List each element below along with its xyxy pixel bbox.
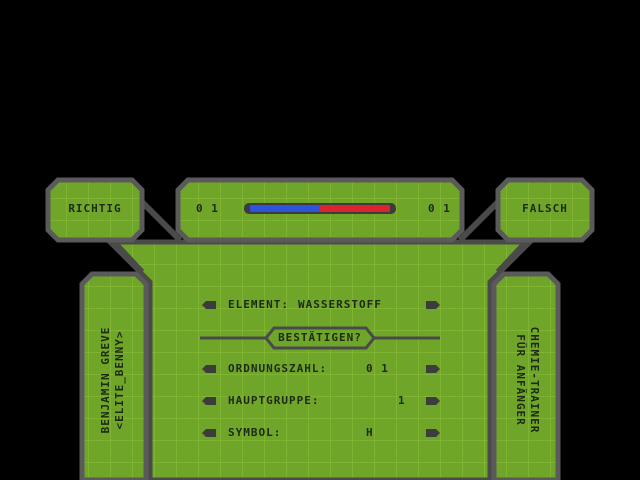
atomic-number-label: ORDNUNGSZAHL: bbox=[228, 362, 328, 375]
element-next-arrow[interactable] bbox=[426, 301, 440, 309]
wrong-count: 0 1 bbox=[428, 202, 451, 215]
author-credit: BENJAMIN GREVE <ELITE_BENNY> bbox=[98, 310, 130, 450]
left-side-box bbox=[79, 271, 149, 480]
falsch-label: FALSCH bbox=[522, 202, 568, 215]
arrow-left-icon bbox=[202, 365, 216, 373]
author-name: BENJAMIN GREVE bbox=[99, 326, 112, 434]
falsch-box bbox=[495, 177, 595, 243]
arrow-right-icon bbox=[426, 397, 440, 405]
atomic-number-next-arrow[interactable] bbox=[426, 365, 440, 373]
score-bar-wrong bbox=[320, 205, 390, 212]
element-label: ELEMENT: bbox=[228, 298, 289, 311]
richtig-box bbox=[45, 177, 145, 243]
game-title: CHEMIE-TRAINER FÜR ANFÄNGER bbox=[510, 310, 542, 450]
symbol-value: H bbox=[366, 426, 374, 439]
symbol-prev-arrow[interactable] bbox=[202, 429, 216, 437]
arrow-right-icon bbox=[426, 429, 440, 437]
correct-count: 0 1 bbox=[196, 202, 219, 215]
arrow-left-icon bbox=[202, 301, 216, 309]
main-group-label: HAUPTGRUPPE: bbox=[228, 394, 320, 407]
element-value: WASSERSTOFF bbox=[298, 298, 382, 311]
symbol-next-arrow[interactable] bbox=[426, 429, 440, 437]
author-nick: <ELITE_BENNY> bbox=[113, 330, 126, 430]
arrow-right-icon bbox=[426, 365, 440, 373]
atomic-number-value: 0 1 bbox=[366, 362, 389, 375]
element-prev-arrow[interactable] bbox=[202, 301, 216, 309]
main-group-value: 1 bbox=[398, 394, 406, 407]
symbol-label: SYMBOL: bbox=[228, 426, 282, 439]
main-panel bbox=[103, 239, 537, 480]
atomic-number-prev-arrow[interactable] bbox=[202, 365, 216, 373]
main-group-next-arrow[interactable] bbox=[426, 397, 440, 405]
game-title-line1: CHEMIE-TRAINER bbox=[528, 326, 541, 434]
richtig-label: RICHTIG bbox=[68, 202, 122, 215]
game-title-line2: FÜR ANFÄNGER bbox=[514, 334, 527, 426]
score-bar-correct bbox=[250, 205, 320, 212]
arrow-right-icon bbox=[426, 301, 440, 309]
confirm-badge bbox=[264, 326, 376, 350]
arrow-left-icon bbox=[202, 397, 216, 405]
main-group-prev-arrow[interactable] bbox=[202, 397, 216, 405]
confirm-button[interactable]: BESTÄTIGEN? bbox=[278, 331, 362, 344]
right-side-box bbox=[491, 271, 561, 480]
arrow-left-icon bbox=[202, 429, 216, 437]
